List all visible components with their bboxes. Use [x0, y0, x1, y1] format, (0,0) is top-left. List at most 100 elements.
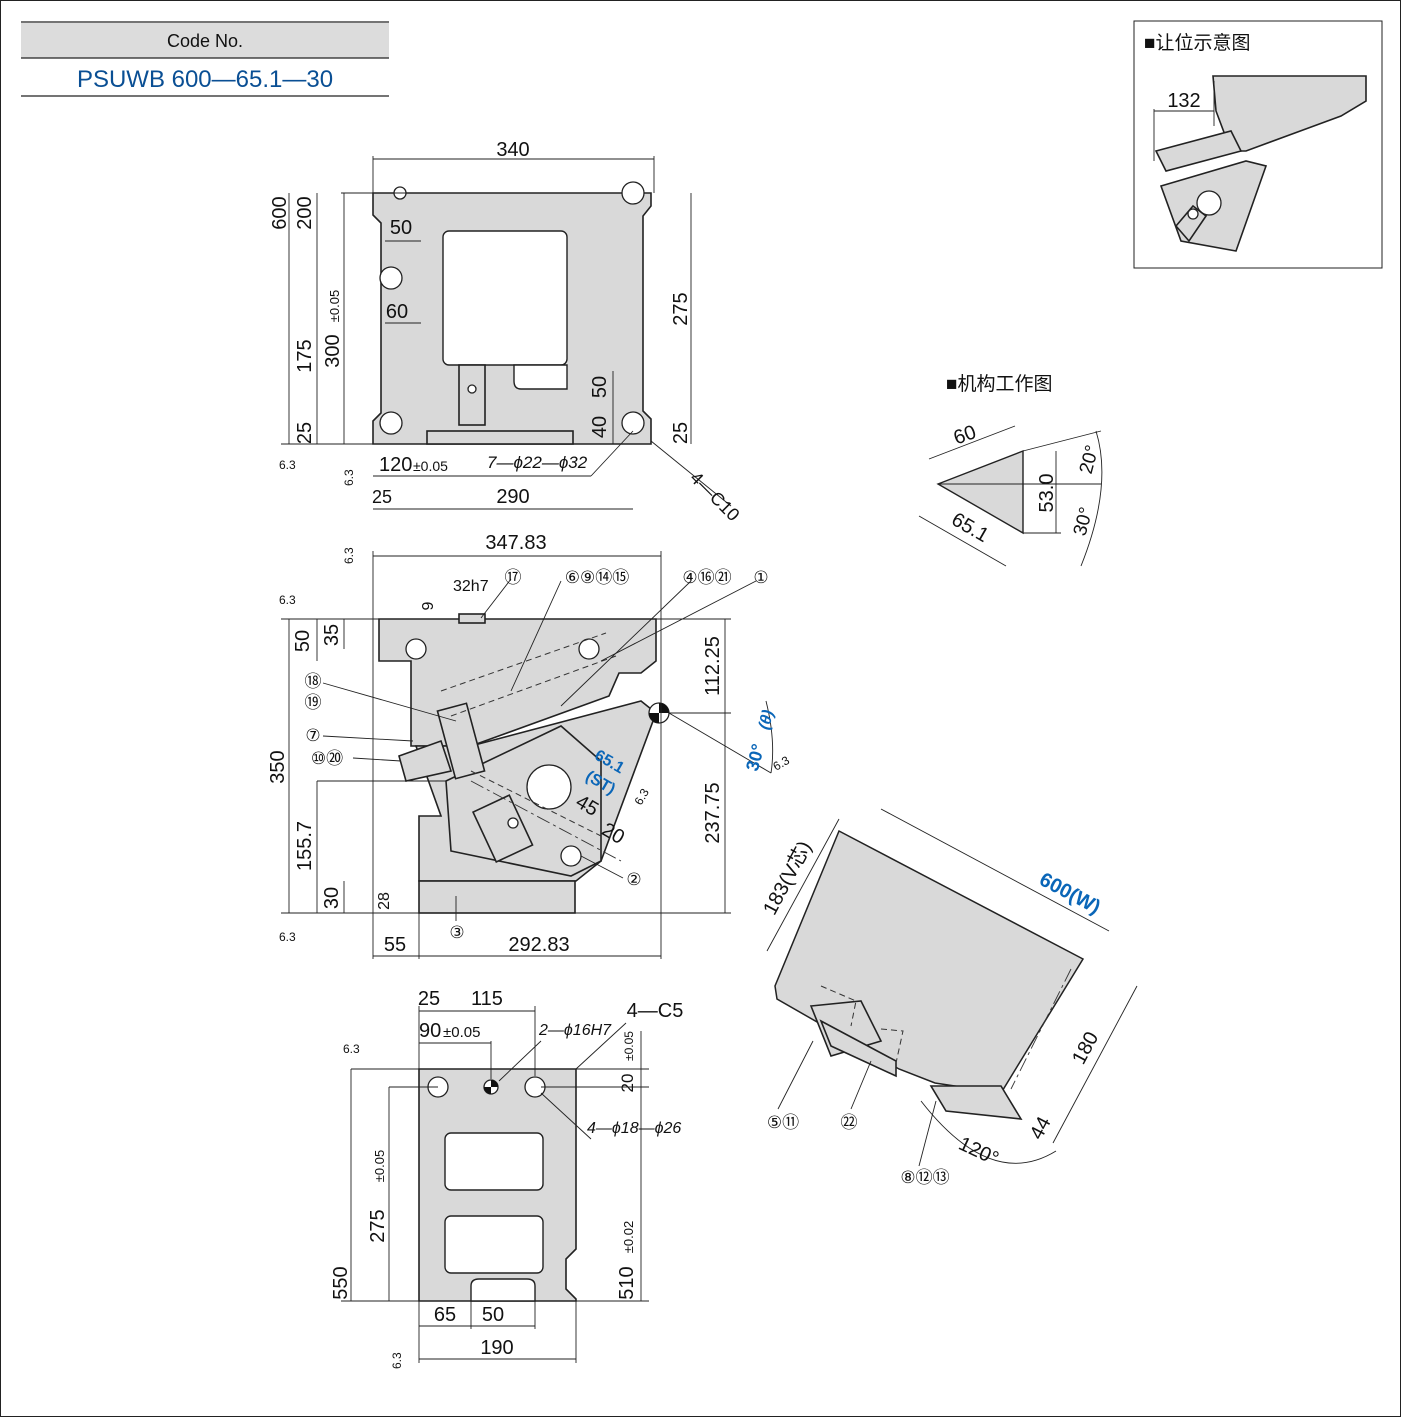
bottom-view-chamfer-leader [575, 1022, 627, 1070]
code-number: PSUWB 600—65.1—30 [77, 66, 333, 93]
top-view-d290: 290 [496, 486, 529, 508]
iso-view-dim-183 [766, 818, 840, 952]
iso-view-plate [774, 829, 1085, 1094]
bottom-view-tol275: ±0.05 [372, 1150, 387, 1182]
bottom-view: 25 115 4—C5 90 ±0.05 2—ϕ16H7 20 ±0.05 4—… [330, 988, 683, 1369]
callout-17: ⑰ [505, 568, 522, 587]
retract-dim-132: 132 [1167, 90, 1200, 112]
bottom-view-d20: 20 [618, 1074, 637, 1093]
bottom-view-d115: 115 [471, 988, 503, 1010]
retract-roller [1196, 190, 1222, 216]
front-view-d35: 35 [321, 624, 343, 646]
callout-17-leader [480, 578, 512, 619]
callout-6-leader [510, 580, 562, 692]
front-view-width-bottom: 292.83 [508, 934, 569, 956]
front-view-angle-arc [765, 700, 774, 774]
mechanism-angle-30: 30° [1070, 505, 1098, 538]
top-view-pocket [442, 230, 568, 366]
top-view-roughness-left: 6.3 [279, 458, 296, 472]
top-view-pocket-notch [513, 364, 568, 390]
iso-view-leader-5 [777, 1040, 814, 1110]
top-view-key-pin [467, 384, 477, 394]
bottom-view-notch [470, 1278, 536, 1302]
front-view-angle: 30° [742, 742, 768, 773]
top-view-d200: 200 [294, 196, 316, 229]
front-view-roughness-angle: 6.3 [771, 753, 793, 774]
iso-view-leader-22 [850, 1060, 872, 1110]
front-view-roller [526, 764, 572, 810]
top-view: 340 600 200 175 300 ±0.05 25 50 60 275 5… [269, 139, 743, 525]
top-view-hole-bottom-right [621, 411, 645, 435]
iso-view: 183(V芯) 600(W) 180 44 120° ⑤⑪ ㉒ ⑧⑫⑬ [758, 808, 1138, 1187]
front-view-hole-bottom [560, 845, 582, 867]
top-view-d40: 40 [589, 416, 611, 438]
bottom-view-d25: 25 [418, 988, 440, 1010]
bottom-view-holes-leader [540, 1092, 592, 1140]
front-view-d9: 9 [420, 601, 437, 610]
callout-1-leader [600, 580, 757, 662]
bottom-view-d275: 275 [367, 1209, 389, 1242]
front-view-d155: 155.7 [294, 821, 316, 871]
mechanism-view-title: ■机构工作图 [946, 373, 1052, 395]
front-view-driver [436, 702, 486, 780]
front-view-angle-ray [668, 712, 772, 774]
iso-view-angle: 120° [955, 1133, 1002, 1170]
callout-3: ③ [449, 923, 464, 942]
front-view-d30: 30 [321, 887, 343, 909]
callout-18: ⑱ [305, 672, 322, 691]
mechanism-dim-60-label: 60 [951, 421, 979, 449]
front-view-d112: 112.25 [702, 636, 724, 696]
callout-2-leader [580, 855, 624, 879]
front-view-key-pin [507, 817, 519, 829]
top-view-d175: 175 [294, 339, 316, 372]
bottom-view-d550: 550 [330, 1266, 352, 1299]
front-view-hidden-lines [440, 632, 617, 837]
front-view-d237: 237.75 [702, 782, 724, 843]
callout-19: ⑲ [305, 693, 322, 712]
bottom-view-pin-leader [498, 1040, 542, 1082]
bottom-view-tol90: ±0.05 [443, 1024, 480, 1041]
front-view-pivot-q1 [659, 703, 669, 713]
callout-1: ① [753, 568, 768, 587]
callout-10-20: ⑩⑳ [311, 749, 343, 768]
front-view-d28: 28 [376, 892, 393, 910]
front-view-pivot-q3 [649, 713, 659, 723]
iso-view-callout-8-12-13: ⑧⑫⑬ [900, 1168, 949, 1187]
iso-view-mount-right [929, 1085, 1023, 1120]
front-view-front-pad [398, 739, 453, 782]
bottom-view-chamfer: 4—C5 [627, 1000, 684, 1022]
mechanism-triangle [936, 449, 1024, 535]
iso-view-mount-left [809, 1000, 883, 1057]
top-view-holes: 7—ϕ22—ϕ32 [487, 453, 588, 472]
front-view-d55: 55 [384, 934, 406, 956]
bottom-view-roughness-top: 6.3 [343, 1042, 360, 1056]
iso-view-angle-arc [920, 1100, 1057, 1164]
mechanism-angle-arc [1080, 430, 1103, 567]
top-view-tol120: ±0.05 [413, 458, 448, 474]
callout-7-leader [322, 735, 414, 742]
iso-view-rail [819, 1019, 897, 1078]
top-view-hole-mid-left [379, 266, 403, 290]
front-view-roughness-top: 6.3 [342, 547, 356, 564]
callout-18-leader [322, 682, 457, 722]
iso-view-dim-180 [1052, 985, 1138, 1144]
top-view-d50: 50 [390, 217, 412, 239]
top-view-d300: 300 [322, 334, 344, 367]
mechanism-angle-20: 20° [1076, 443, 1104, 476]
top-view-height: 600 [269, 196, 291, 229]
bottom-view-d510: 510 [616, 1266, 638, 1299]
bottom-view-pin-q3 [484, 1087, 491, 1094]
top-view-d60: 60 [386, 301, 408, 323]
front-view-roughness-slide: 6.3 [631, 786, 652, 808]
bottom-view-pins: 2—ϕ16H7 [538, 1022, 612, 1039]
iso-view-callout-5-11: ⑤⑪ [767, 1113, 799, 1132]
front-view-center-line [470, 780, 622, 862]
top-view-hole-bottom-left [379, 411, 403, 435]
bottom-view-tol20: ±0.05 [622, 1031, 636, 1061]
front-view-d350: 350 [267, 750, 289, 783]
retract-view-title: ■让位示意图 [1144, 32, 1250, 54]
top-view-tol300: ±0.05 [327, 290, 342, 322]
top-view-key [458, 364, 486, 426]
bottom-view-pocket-upper [444, 1132, 544, 1191]
